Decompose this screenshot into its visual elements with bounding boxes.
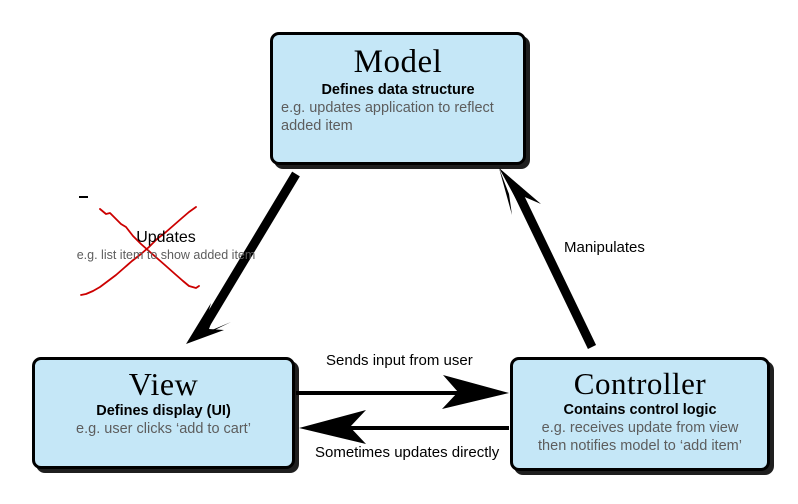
node-controller-example-line2: then notifies model to ‘add item’ bbox=[538, 438, 742, 454]
edge-label-view-to-controller: Sends input from user bbox=[326, 352, 473, 369]
arrow-view-to-controller bbox=[296, 375, 509, 409]
node-model: Model Defines data structure e.g. update… bbox=[270, 32, 526, 165]
node-controller-subtitle: Contains control logic bbox=[563, 402, 717, 418]
node-view-example-line1: e.g. user clicks ‘add to cart’ bbox=[76, 421, 251, 437]
node-model-subtitle: Defines data structure bbox=[321, 82, 475, 98]
edge-label-controller-to-view: Sometimes updates directly bbox=[315, 444, 500, 461]
edge-label-controller-to-model: Manipulates bbox=[564, 239, 645, 256]
node-view: View Defines display (UI) e.g. user clic… bbox=[32, 357, 295, 469]
edge-label-updates-example: e.g. list item to show added item bbox=[76, 248, 256, 262]
arrow-controller-to-view bbox=[299, 410, 509, 444]
node-view-subtitle: Defines display (UI) bbox=[96, 403, 231, 419]
node-controller: Controller Contains control logic e.g. r… bbox=[510, 357, 770, 471]
arrow-controller-to-model bbox=[499, 168, 597, 349]
node-view-title: View bbox=[128, 366, 199, 402]
node-model-example-line1: e.g. updates application to reflect bbox=[281, 100, 494, 116]
edge-label-model-to-view: Updates e.g. list item to show added ite… bbox=[76, 228, 256, 263]
node-model-example-line2: added item bbox=[281, 118, 353, 134]
node-controller-example-line1: e.g. receives update from view bbox=[541, 420, 739, 436]
node-model-title: Model bbox=[353, 44, 443, 80]
stray-dash-mark bbox=[79, 196, 88, 198]
edge-label-updates-text: Updates bbox=[136, 229, 196, 246]
node-controller-title: Controller bbox=[573, 366, 707, 401]
